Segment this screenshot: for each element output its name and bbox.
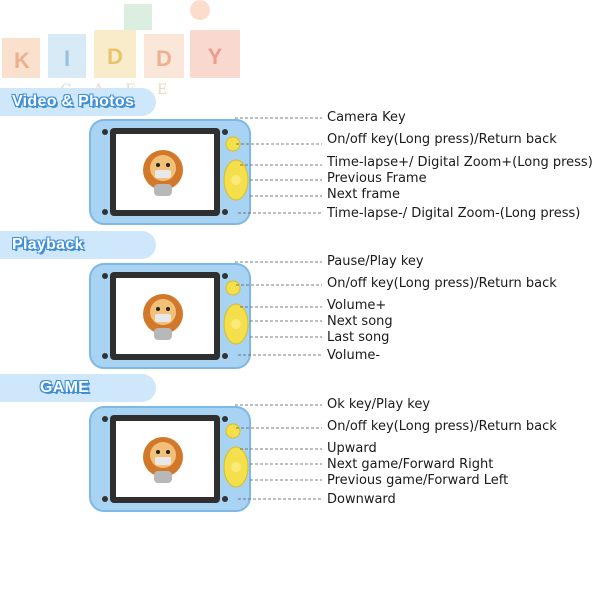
section-tag-video-photos: Video & Photos — [0, 88, 156, 116]
section-tag-playback: Playback — [0, 231, 156, 259]
label-onoff-key: On/off key(Long press)/Return back — [327, 132, 557, 147]
label-onoff-key: On/off key(Long press)/Return back — [327, 276, 557, 291]
label-camera-key: Camera Key — [327, 110, 406, 125]
svg-text:K: K — [14, 48, 30, 73]
label-previous-frame: Previous Frame — [327, 171, 427, 186]
section-title: GAME — [40, 379, 90, 396]
section-title: Playback — [12, 236, 84, 253]
camera-illustration — [89, 119, 251, 225]
label-last-song: Last song — [327, 330, 390, 345]
svg-text:Y: Y — [208, 44, 223, 69]
camera-illustration — [89, 406, 251, 512]
kiddy-logo: K I D D Y CAFE — [2, 0, 240, 95]
label-next-song: Next song — [327, 314, 393, 329]
label-ok-play: Ok key/Play key — [327, 397, 431, 412]
label-pause-play: Pause/Play key — [327, 254, 424, 269]
section-title: Video & Photos — [12, 93, 135, 110]
label-onoff-key: On/off key(Long press)/Return back — [327, 419, 557, 434]
label-zoom-minus: Time-lapse-/ Digital Zoom-(Long press) — [327, 206, 581, 221]
svg-text:D: D — [107, 44, 123, 69]
label-downward: Downward — [327, 492, 396, 507]
label-previous-game: Previous game/Forward Left — [327, 473, 509, 488]
section-tag-game: GAME — [0, 374, 156, 402]
svg-text:D: D — [156, 46, 172, 71]
label-next-game: Next game/Forward Right — [327, 457, 494, 472]
svg-text:I: I — [64, 46, 70, 71]
label-next-frame: Next frame — [327, 187, 400, 202]
label-volume-minus: Volume- — [327, 348, 381, 363]
label-upward: Upward — [327, 441, 377, 456]
label-volume-plus: Volume+ — [327, 298, 387, 313]
camera-illustration — [89, 263, 251, 369]
label-zoom-plus: Time-lapse+/ Digital Zoom+(Long press) — [327, 155, 593, 170]
